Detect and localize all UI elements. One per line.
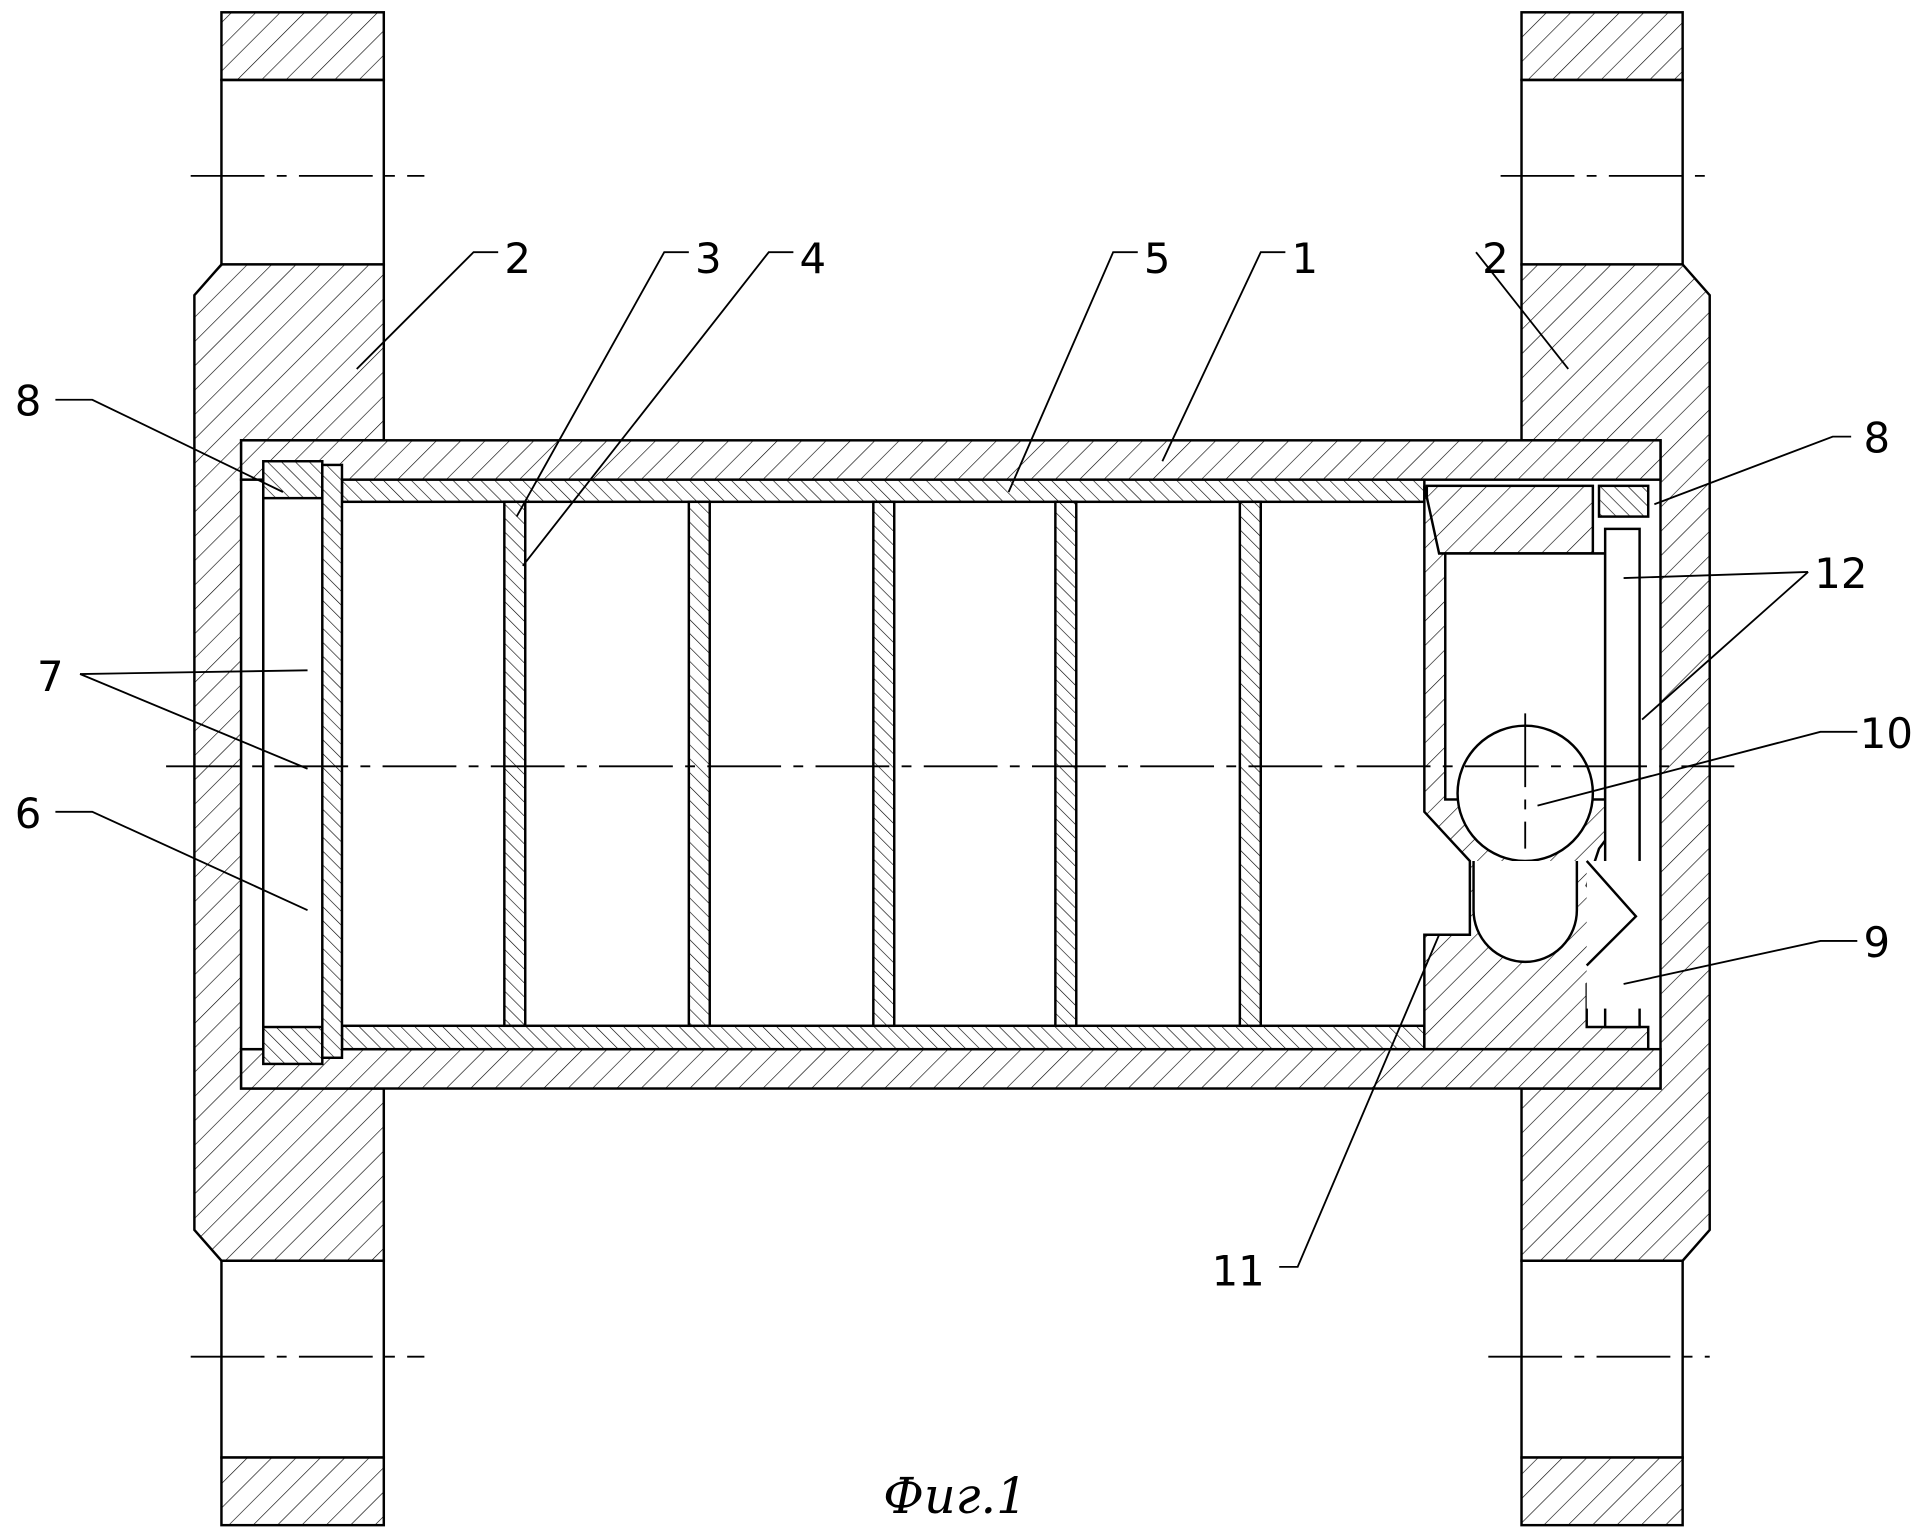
label-5: 5 — [1144, 234, 1171, 283]
label-10: 10 — [1860, 709, 1913, 758]
figure-caption: Фиг.1 — [883, 1467, 1027, 1525]
label-8-left: 8 — [15, 377, 42, 426]
label-2-right: 2 — [1482, 234, 1509, 283]
label-1: 1 — [1292, 234, 1319, 283]
label-6: 6 — [15, 789, 42, 838]
label-12: 12 — [1814, 549, 1867, 598]
channel — [1474, 861, 1577, 962]
label-8-right: 8 — [1863, 414, 1890, 463]
label-2-left: 2 — [504, 234, 531, 283]
left-flange — [194, 12, 383, 1525]
centerlines — [166, 176, 1734, 1357]
label-7: 7 — [37, 652, 64, 701]
grid — [263, 461, 342, 1064]
partitions — [504, 502, 1260, 1026]
label-3: 3 — [695, 234, 722, 283]
label-4: 4 — [800, 234, 827, 283]
label-11: 11 — [1212, 1246, 1265, 1295]
label-9: 9 — [1863, 918, 1890, 967]
